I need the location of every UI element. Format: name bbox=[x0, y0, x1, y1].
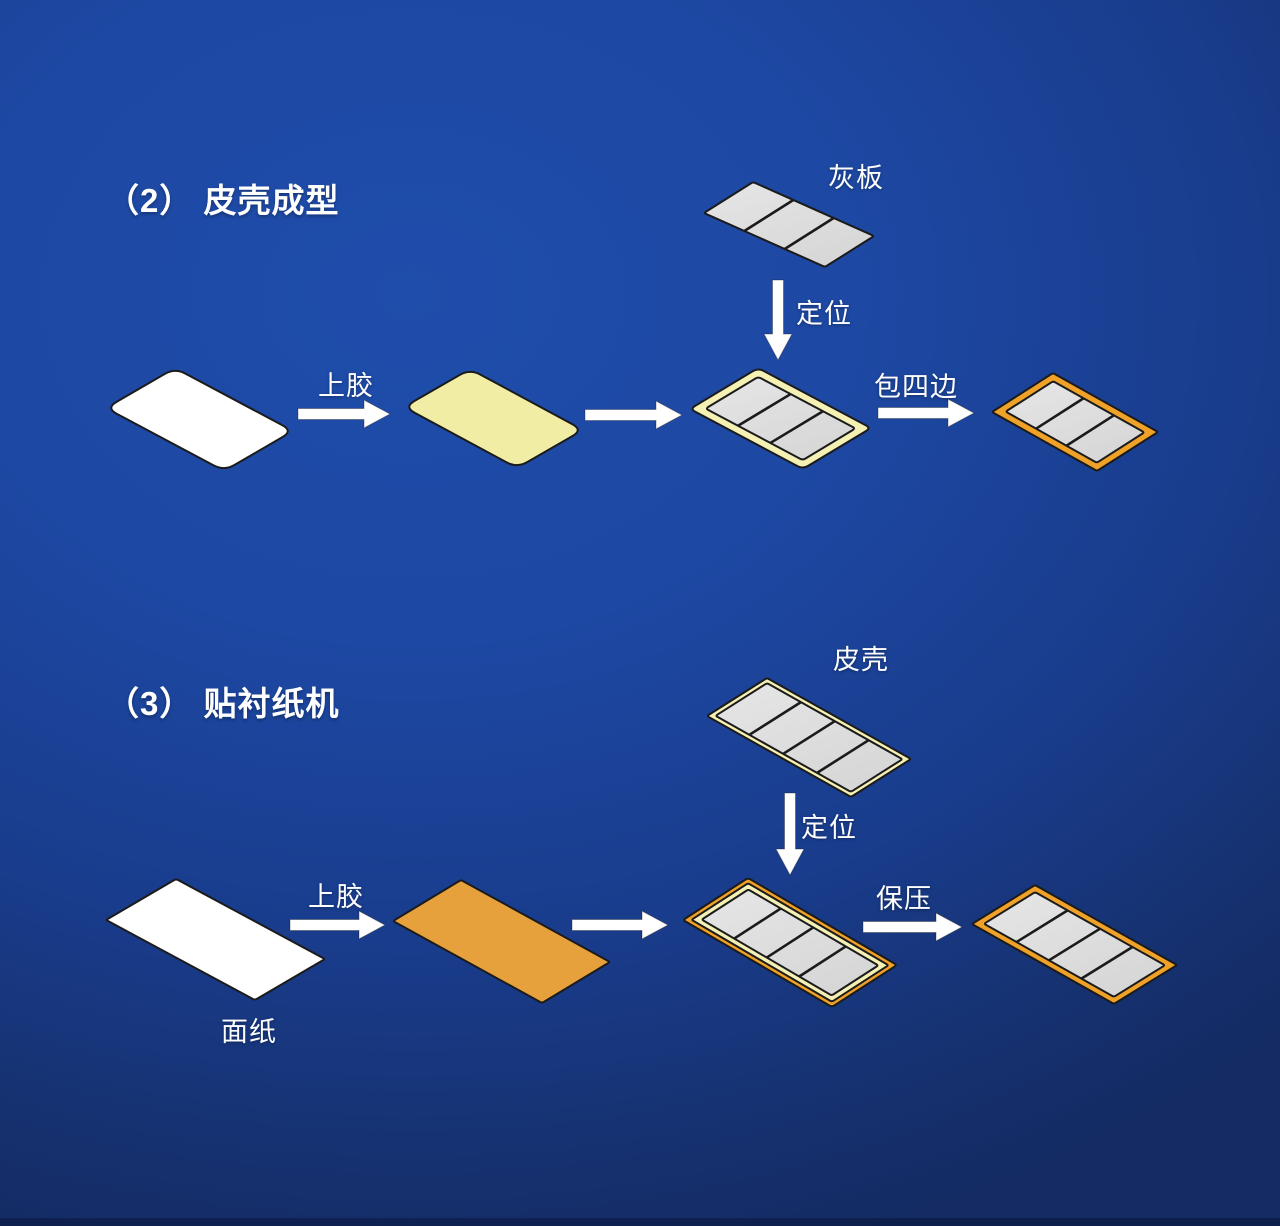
shell-board bbox=[706, 677, 912, 798]
wrapped-cover-board bbox=[991, 372, 1159, 472]
gray-board-label: 灰板 bbox=[828, 163, 884, 193]
gray-board bbox=[703, 181, 875, 268]
press-label: 保压 bbox=[876, 884, 932, 914]
cover-paper bbox=[110, 369, 289, 470]
glue-arrow-2 bbox=[289, 910, 387, 940]
transfer-arrow-2 bbox=[571, 910, 670, 940]
wrap-arrow bbox=[877, 398, 976, 428]
position-label-1: 定位 bbox=[796, 299, 852, 329]
section2-title: （2） 皮壳成型 bbox=[106, 182, 340, 219]
shell-label: 皮壳 bbox=[833, 645, 889, 675]
glued-cover-paper bbox=[408, 370, 579, 467]
face-paper-label: 面纸 bbox=[221, 1017, 277, 1047]
wrap-label: 包四边 bbox=[874, 372, 958, 402]
pressed-shell-board bbox=[971, 884, 1178, 1005]
section3-title: （3） 贴衬纸机 bbox=[106, 685, 340, 722]
bottom-shade bbox=[0, 1218, 1280, 1226]
press-arrow bbox=[862, 912, 964, 942]
glue-label-1: 上胶 bbox=[318, 371, 374, 401]
transfer-arrow-1 bbox=[584, 400, 684, 430]
position-arrow-2 bbox=[775, 792, 805, 877]
position-label-2: 定位 bbox=[801, 813, 857, 843]
glue-label-2: 上胶 bbox=[308, 882, 364, 912]
position-arrow-1 bbox=[763, 279, 793, 362]
glue-arrow-1 bbox=[297, 399, 392, 429]
positioned-cover-board bbox=[691, 368, 870, 469]
positioned-shell-board bbox=[683, 877, 897, 1008]
glued-face-paper bbox=[392, 879, 611, 1004]
face-paper bbox=[105, 878, 326, 1001]
